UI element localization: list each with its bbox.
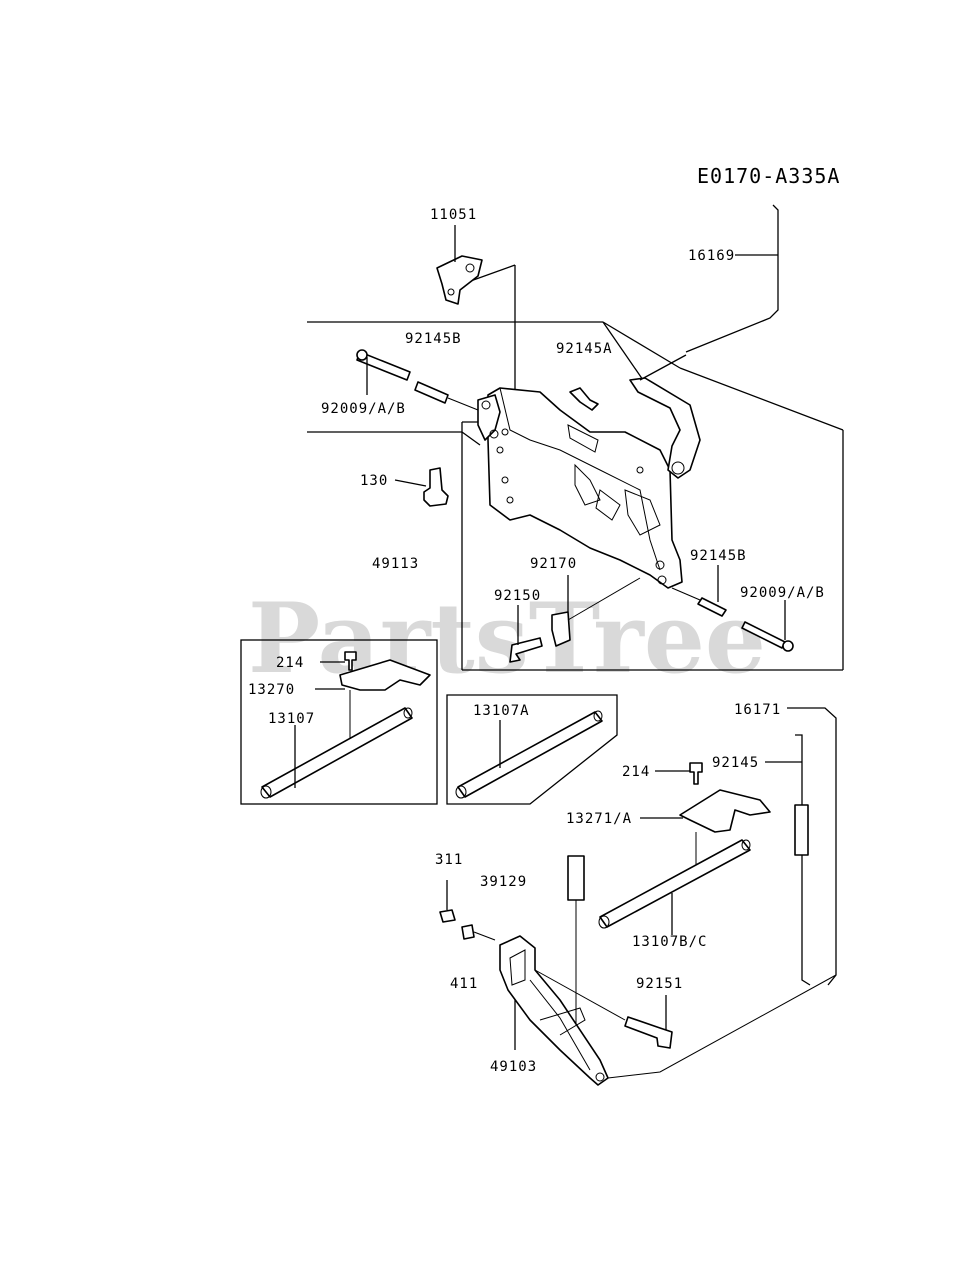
part-labels: 11051 16169 92145B 92145A 92009/A/B 130 … (248, 207, 825, 1075)
label-13107BC: 13107B/C (632, 934, 707, 950)
label-92145: 92145 (712, 755, 759, 771)
label-130: 130 (360, 473, 388, 489)
inset-box-13107 (240, 639, 438, 805)
label-92151: 92151 (636, 976, 683, 992)
label-214-right: 214 (622, 764, 650, 780)
shaft-13107BC (598, 839, 751, 935)
label-92145A: 92145A (556, 341, 613, 357)
label-39129: 39129 (480, 874, 527, 890)
spring-92145 (765, 761, 809, 856)
label-13271A: 13271/A (566, 811, 632, 827)
watermark: PartsTree (248, 582, 766, 695)
nut-411 (461, 924, 496, 941)
rod-16169 (639, 204, 779, 381)
bolt-130 (394, 467, 449, 507)
control-plate-49113 (477, 387, 683, 589)
diagram-code: E0170-A335A (697, 164, 840, 188)
inset-box-13107A (446, 694, 618, 805)
label-92009-left: 92009/A/B (321, 401, 406, 417)
label-92150: 92150 (494, 588, 541, 604)
clip-92170 (551, 575, 641, 647)
label-92009-right: 92009/A/B (740, 585, 825, 601)
label-13107: 13107 (268, 711, 315, 727)
lever-49103 (499, 935, 609, 1086)
bolt-92009-right (671, 565, 794, 652)
label-411: 411 (450, 976, 478, 992)
rod-16171 (787, 707, 837, 986)
plate-13271A (640, 762, 771, 866)
lever-arm (569, 377, 701, 479)
label-11051: 11051 (430, 207, 477, 223)
label-92145B-top: 92145B (405, 331, 462, 347)
label-311: 311 (435, 852, 463, 868)
label-214-left: 214 (276, 655, 304, 671)
bolt-92151 (534, 969, 837, 1079)
label-16169: 16169 (688, 248, 735, 264)
label-13107A: 13107A (473, 703, 530, 719)
bracket-11051 (436, 255, 483, 305)
nut-311 (439, 880, 456, 923)
label-13270: 13270 (248, 682, 295, 698)
label-92145B-right: 92145B (690, 548, 747, 564)
spring-39129 (567, 855, 585, 1030)
bolt-92009-left (356, 349, 479, 411)
label-16171: 16171 (734, 702, 781, 718)
bolt-92150 (509, 605, 543, 663)
label-49103: 49103 (490, 1059, 537, 1075)
label-92170: 92170 (530, 556, 577, 572)
leader-lines (454, 225, 456, 262)
label-49113: 49113 (372, 556, 419, 572)
